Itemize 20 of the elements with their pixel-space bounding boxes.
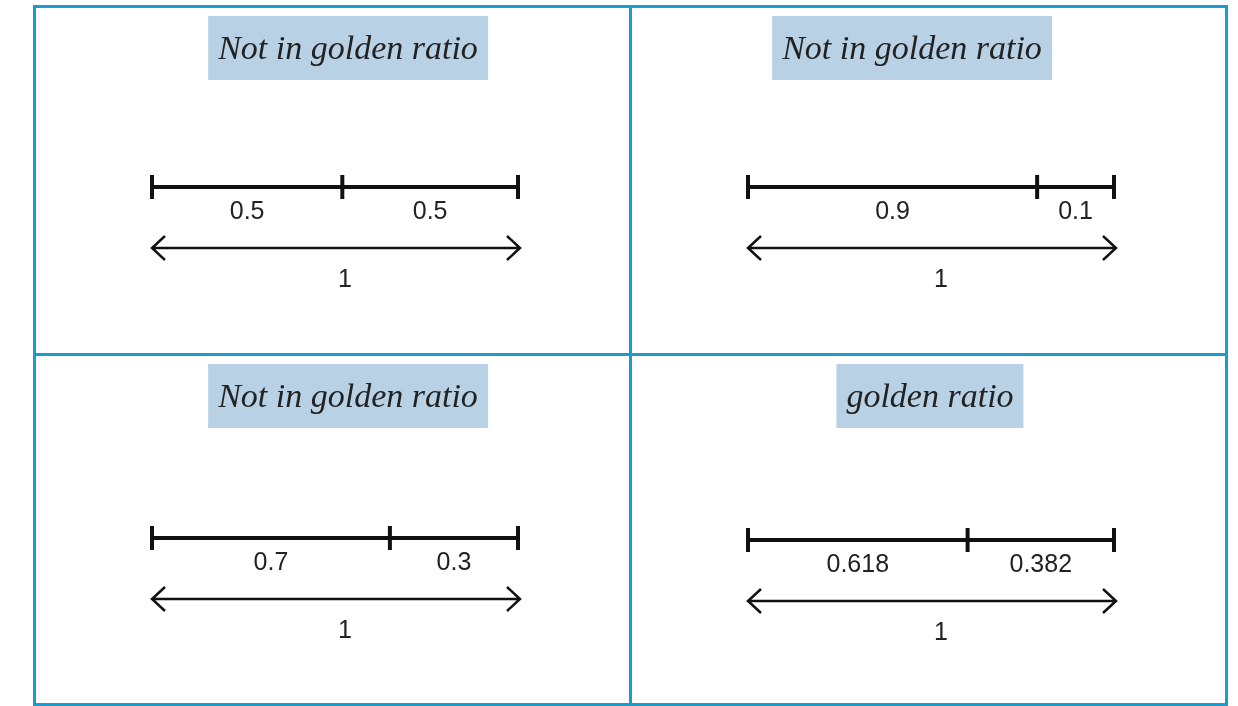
heading-label: Not in golden ratio [772,16,1052,80]
segment-length: 0.7 [253,546,289,576]
panel-frame [33,353,632,706]
segment-length: 0.5 [412,195,448,225]
segment-length: 0.5 [229,195,265,225]
total-length: 1 [934,263,948,293]
panel-frame [629,5,1228,356]
panel-frame [629,353,1228,706]
segment-length: 0.1 [1058,195,1093,225]
segment-length: 0.9 [875,195,910,225]
heading-label: Not in golden ratio [208,16,488,80]
total-length: 1 [338,614,352,644]
heading-label: Not in golden ratio [208,364,488,428]
heading-label: golden ratio [836,364,1024,428]
segment-length: 0.618 [826,548,890,578]
panel-frame [33,5,632,356]
segment-length: 0.3 [436,546,472,576]
segment-length: 0.382 [1009,548,1073,578]
total-length: 1 [934,616,948,646]
total-length: 1 [338,263,352,293]
